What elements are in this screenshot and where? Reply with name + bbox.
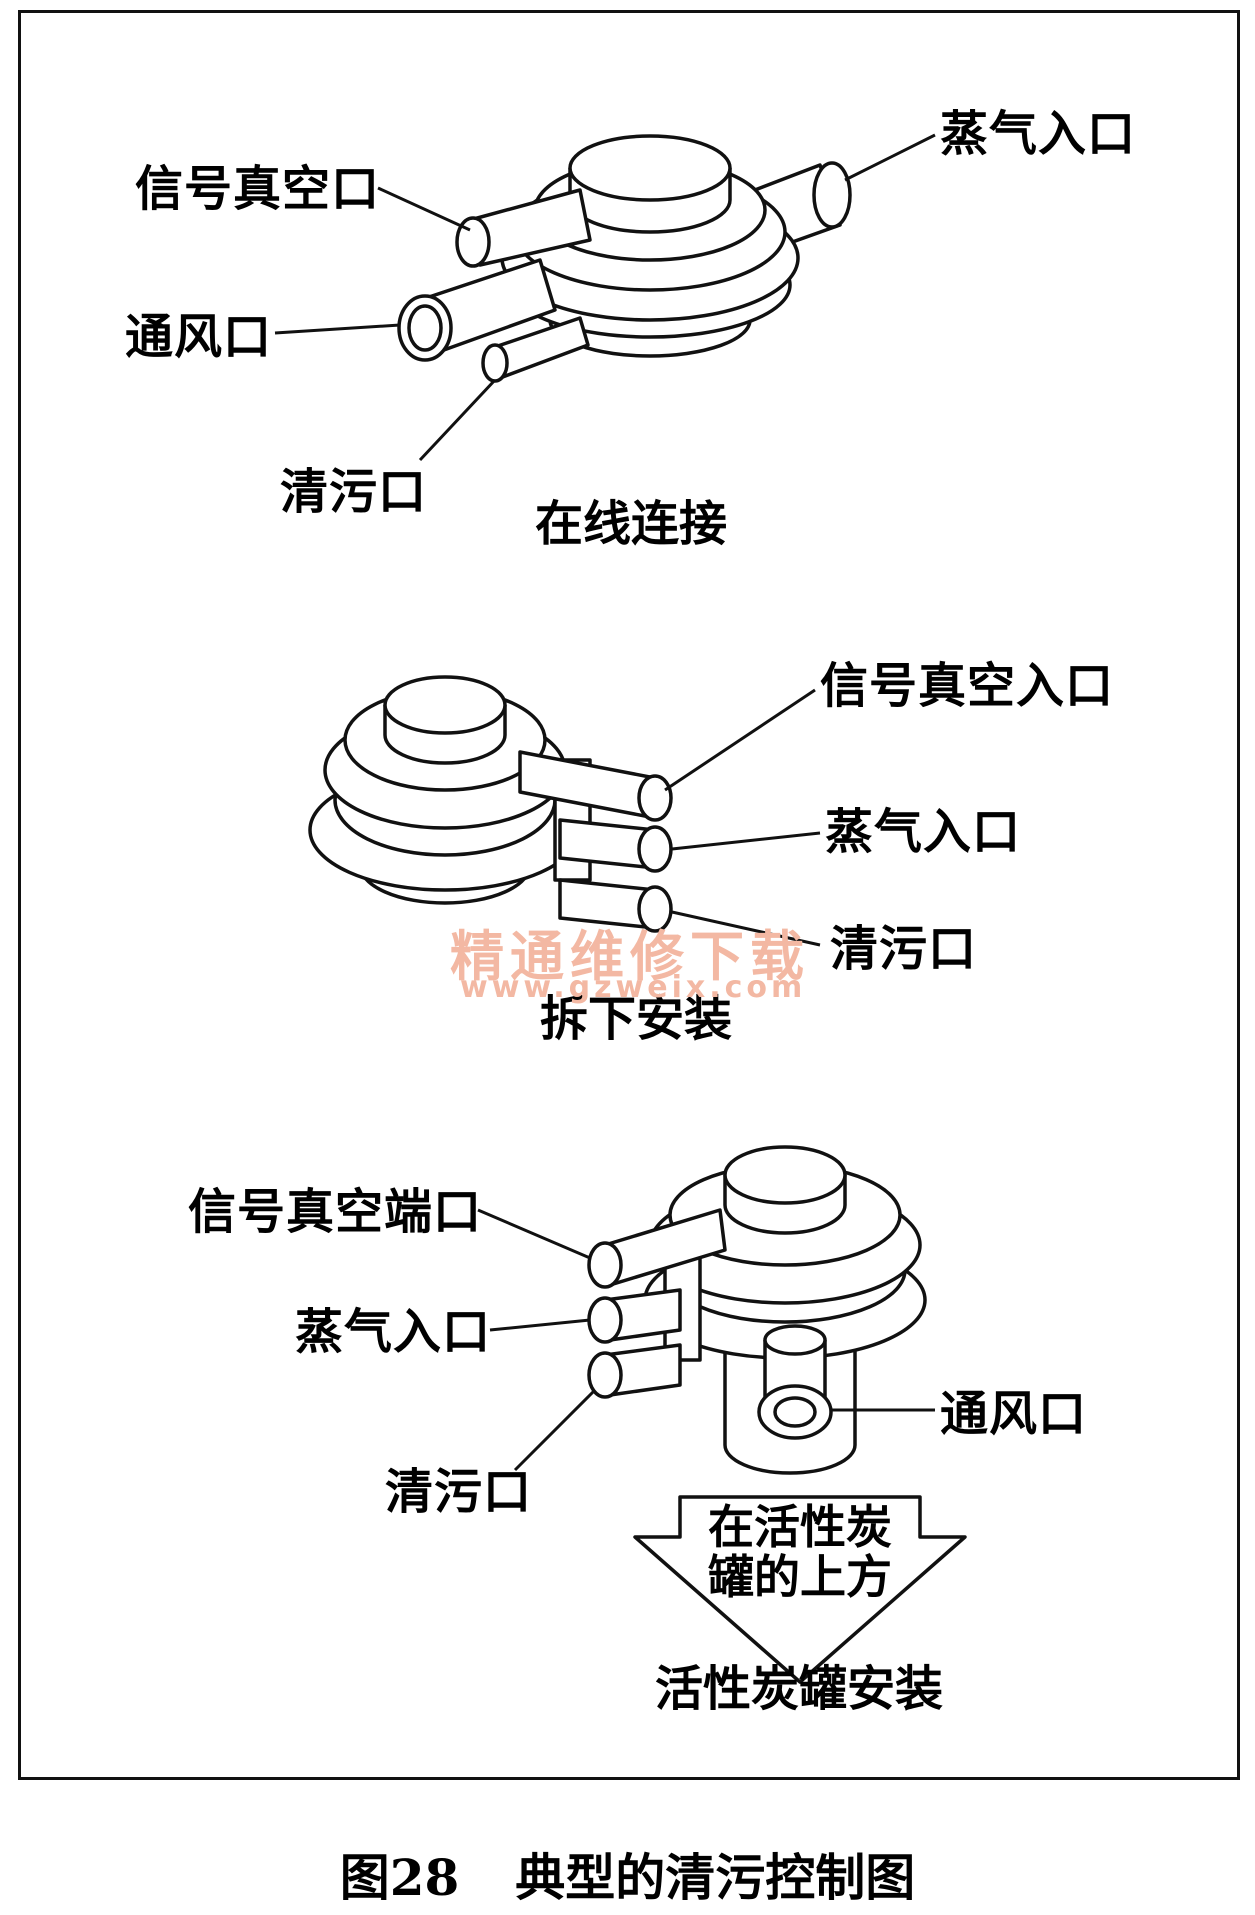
inline-label-signal-vacuum-port: 信号真空口 — [135, 161, 381, 217]
canister-valve-drawing — [587, 1145, 927, 1475]
inline-label-vent-port: 通风口 — [125, 309, 273, 365]
canister-label-signal-vacuum-port: 信号真空端口 — [188, 1184, 483, 1240]
remote-caption: 拆下安装 — [540, 991, 733, 1047]
inline-label-vapor-inlet: 蒸气入口 — [940, 106, 1137, 162]
figure-frame — [18, 10, 1240, 1780]
canister-label-vent-port: 通风口 — [940, 1386, 1088, 1442]
canister-label-vapor-inlet: 蒸气入口 — [295, 1304, 492, 1360]
figure-number: 图28 — [339, 1848, 460, 1907]
arrow-text-line1: 在活性炭 — [708, 1500, 892, 1554]
canister-label-purge-port: 清污口 — [385, 1464, 533, 1520]
watermark-url: www.gzweix.com — [460, 970, 807, 1005]
down-arrow-shape — [633, 1495, 967, 1684]
canister-caption: 活性炭罐安装 — [655, 1661, 944, 1717]
remote-label-vapor-inlet: 蒸气入口 — [825, 804, 1022, 860]
inline-label-purge-port: 清污口 — [280, 464, 428, 520]
remote-label-signal-vacuum-inlet: 信号真空入口 — [820, 658, 1115, 714]
figure-caption: 图28 典型的清污控制图 — [0, 1838, 1255, 1910]
remote-valve-drawing — [308, 675, 673, 933]
inline-caption: 在线连接 — [535, 496, 728, 552]
inline-valve-drawing — [397, 134, 852, 383]
leader-lines — [274, 133, 936, 1472]
arrow-text-line2: 罐的上方 — [708, 1550, 892, 1604]
remote-label-purge-port: 清污口 — [830, 921, 978, 977]
figure-title: 典型的清污控制图 — [515, 1848, 916, 1907]
watermark-text: 精通维修下载 — [450, 924, 810, 988]
